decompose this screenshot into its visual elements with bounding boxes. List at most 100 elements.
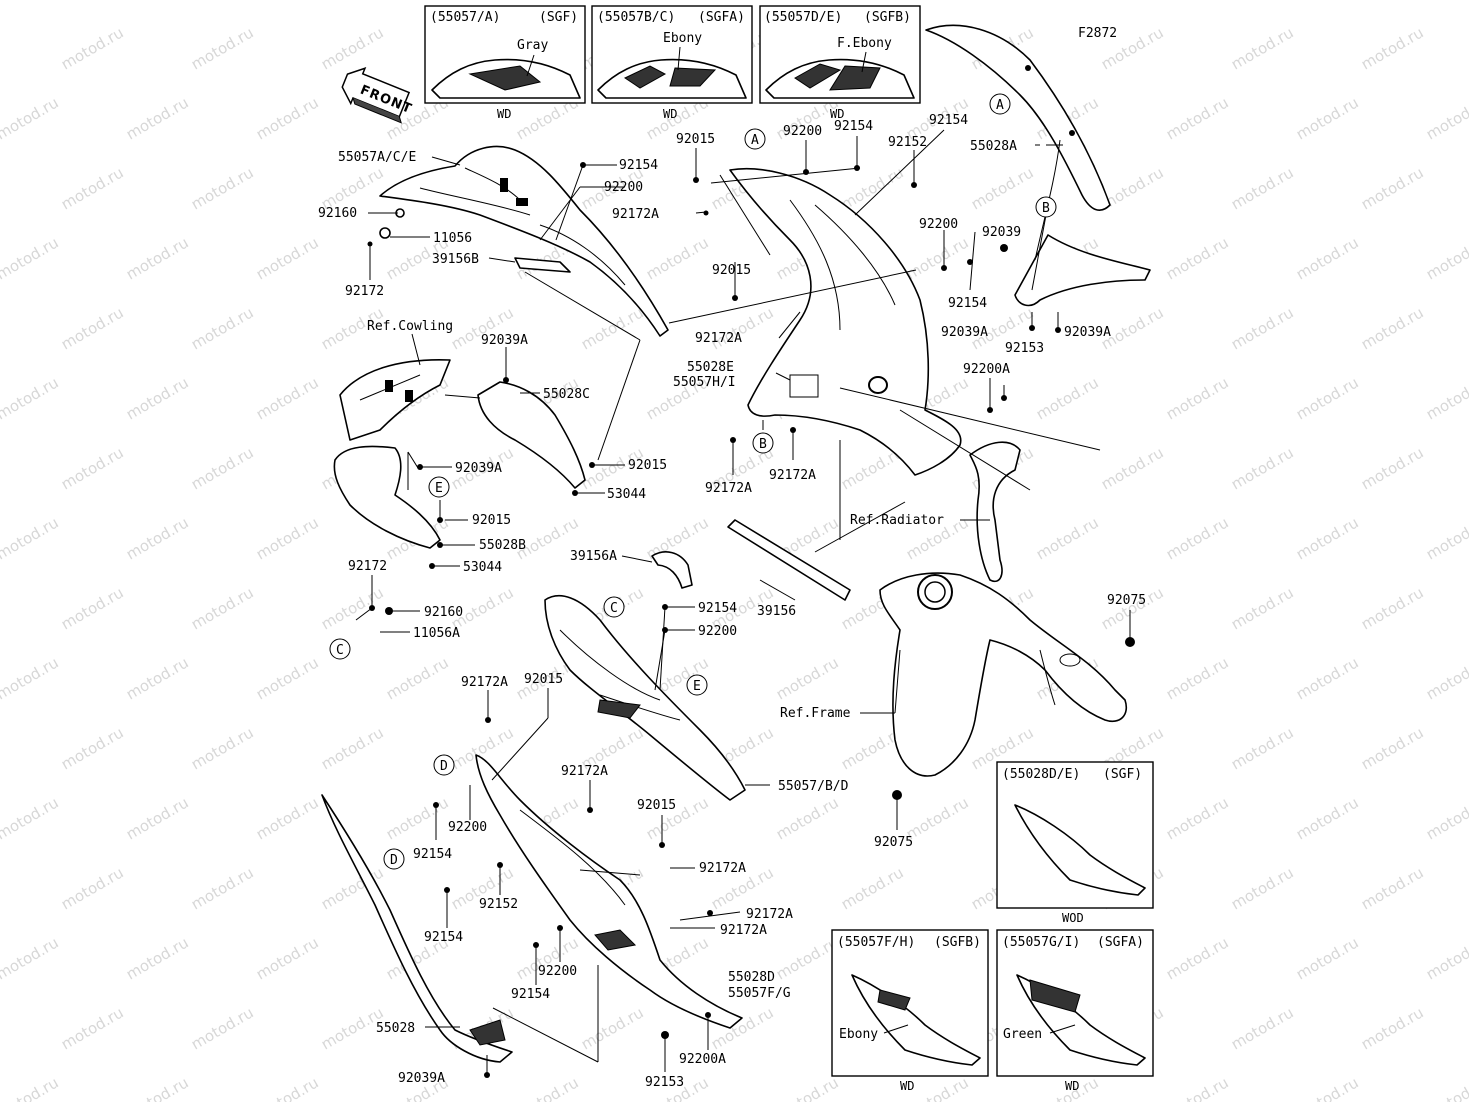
watermark-text: motod.ru <box>1423 1073 1469 1102</box>
part-label: 53044 <box>463 560 502 575</box>
watermark-text: motod.ru <box>513 0 582 3</box>
watermark-text: motod.ru <box>1163 373 1232 423</box>
watermark-text: motod.ru <box>1293 1073 1362 1102</box>
watermark-text: motod.ru <box>1163 513 1232 563</box>
watermark-text: motod.ru <box>1293 653 1362 703</box>
part-label: 92200 <box>919 217 958 232</box>
part-label: 92039A <box>941 325 988 340</box>
watermark-text: motod.ru <box>1228 23 1297 73</box>
watermark-text: motod.ru <box>253 653 322 703</box>
watermark-text: motod.ru <box>838 163 907 213</box>
inset-55057-de: (55057D/E) (SGFB) F.Ebony WD <box>759 5 921 121</box>
watermark-text: motod.ru <box>188 583 257 633</box>
watermark-text: motod.ru <box>643 0 712 3</box>
cowl-55028a <box>925 24 1151 307</box>
watermark-text: motod.ru <box>903 233 972 283</box>
inset-note: WOD <box>1062 911 1084 925</box>
watermark-text: motod.ru <box>58 163 127 213</box>
watermark-text: motod.ru <box>1358 863 1427 913</box>
watermark-text: motod.ru <box>188 443 257 493</box>
watermark-text: motod.ru <box>968 163 1037 213</box>
watermark-text: motod.ru <box>1228 303 1297 353</box>
callout-c: C <box>610 601 618 616</box>
callout-d: D <box>440 759 448 774</box>
part-label: 55028A <box>970 139 1017 154</box>
inset-code: (55028D/E) <box>1002 767 1080 782</box>
upper-cowl-55057ace <box>379 145 669 337</box>
watermark-text: motod.ru <box>1098 443 1167 493</box>
inset-trim: (SGFA) <box>1097 935 1144 950</box>
part-label: 92039 <box>982 225 1021 240</box>
watermark-text: motod.ru <box>773 1073 842 1102</box>
watermark-text: motod.ru <box>1293 793 1362 843</box>
callout-b: B <box>759 437 767 452</box>
inset-color: Ebony <box>839 1027 878 1042</box>
watermark-text: motod.ru <box>0 933 62 983</box>
part-label: Ref.Radiator <box>850 513 944 528</box>
part-label: 92154 <box>424 930 463 945</box>
watermark-text: motod.ru <box>1293 233 1362 283</box>
inset-code: (55057/A) <box>430 10 500 25</box>
part-label: 53044 <box>607 487 646 502</box>
watermark-text: motod.ru <box>188 1003 257 1053</box>
watermark-text: motod.ru <box>253 93 322 143</box>
watermark-text: motod.ru <box>58 303 127 353</box>
watermark-text: motod.ru <box>1163 933 1232 983</box>
watermark-text: motod.ru <box>1358 443 1427 493</box>
inset-55057-fh: (55057F/H) (SGFB) Ebony WD <box>831 929 989 1093</box>
watermark-text: motod.ru <box>1033 373 1102 423</box>
callout-e: E <box>693 679 701 694</box>
part-label: 92172 <box>345 284 384 299</box>
figure-code: F2872 <box>1078 26 1117 41</box>
inset-note: WD <box>900 1079 914 1093</box>
part-label: 92015 <box>637 798 676 813</box>
part-label: 55057/B/D <box>778 779 849 794</box>
watermark-text: motod.ru <box>253 1073 322 1102</box>
part-label: 92015 <box>628 458 667 473</box>
watermark-text: motod.ru <box>773 0 842 3</box>
part-label: 92200 <box>538 964 577 979</box>
watermark-text: motod.ru <box>123 933 192 983</box>
watermark-text: motod.ru <box>0 0 62 3</box>
watermark-text: motod.ru <box>58 443 127 493</box>
watermark-text: motod.ru <box>1423 653 1469 703</box>
watermark-text: motod.ru <box>383 793 452 843</box>
watermark-text: motod.ru <box>1228 863 1297 913</box>
ref-cowling-bracket <box>339 358 451 441</box>
part-label: 92172A <box>699 861 746 876</box>
inset-code: (55057F/H) <box>837 935 915 950</box>
watermark-text: motod.ru <box>773 653 842 703</box>
watermark-text: motod.ru <box>1423 373 1469 423</box>
inset-trim: (SGFA) <box>698 10 745 25</box>
watermark-text: motod.ru <box>123 793 192 843</box>
watermark-text: motod.ru <box>0 513 62 563</box>
inset-code: (55057B/C) <box>597 10 675 25</box>
callout-c: C <box>336 643 344 658</box>
part-label: 92153 <box>645 1075 684 1090</box>
inset-55057-a: (55057/A) (SGF) Gray WD <box>424 5 586 121</box>
watermark-text: motod.ru <box>253 373 322 423</box>
part-label: 55057H/I <box>673 375 736 390</box>
callout-a: A <box>751 133 759 148</box>
watermark-text: motod.ru <box>123 513 192 563</box>
watermark-text: motod.ru <box>318 723 387 773</box>
watermark-text: motod.ru <box>1423 933 1469 983</box>
watermark-text: motod.ru <box>1358 1003 1427 1053</box>
grommet-11056 <box>379 227 391 239</box>
watermark-text: motod.ru <box>1033 0 1102 3</box>
part-label: 39156B <box>432 252 479 267</box>
part-label: 92172A <box>705 481 752 496</box>
watermark-text: motod.ru <box>1228 1003 1297 1053</box>
watermark-text: motod.ru <box>123 1073 192 1102</box>
watermark-text: motod.ru <box>773 793 842 843</box>
part-label: 92039A <box>455 461 502 476</box>
part-label: 92015 <box>472 513 511 528</box>
callout-e: E <box>435 481 443 496</box>
watermark-text: motod.ru <box>318 583 387 633</box>
inset-55028-de: (55028D/E) (SGF) WOD <box>996 761 1154 925</box>
part-label: 92153 <box>1005 341 1044 356</box>
inset-trim: (SGFB) <box>864 10 911 25</box>
part-label: 39156A <box>570 549 617 564</box>
part-label: 55028 <box>376 1021 415 1036</box>
